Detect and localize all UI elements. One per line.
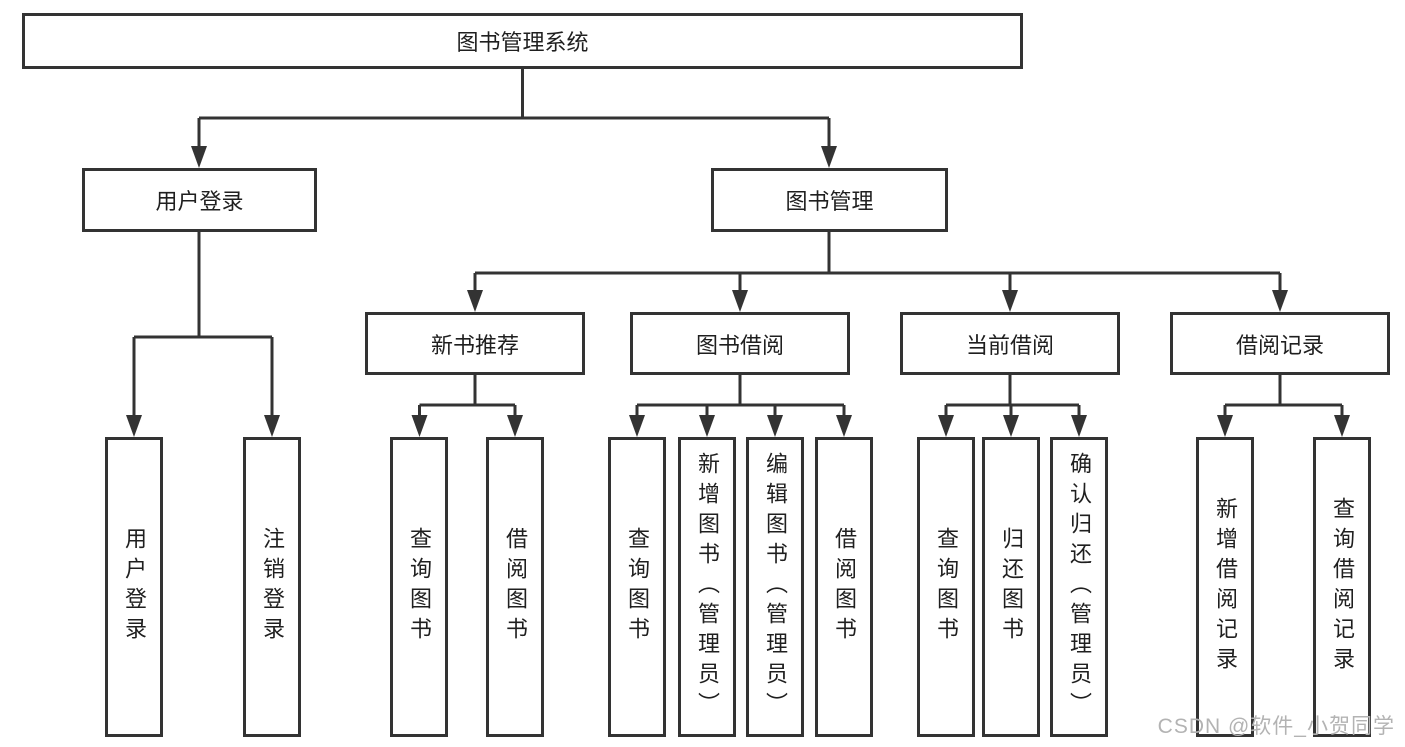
- connector-user-login-branch: [132, 232, 274, 419]
- leaf-user-login: 用户登录: [105, 437, 163, 737]
- leaf-query-book-recommend: 查询图书: [390, 437, 448, 737]
- arrowhead: [1272, 290, 1288, 312]
- leaf-query-book-current: 查询图书: [917, 437, 975, 737]
- arrowhead: [1071, 415, 1087, 437]
- node-book-borrow: 图书借阅: [630, 312, 850, 375]
- arrowhead: [507, 415, 523, 437]
- leaf-logout-login: 注销登录: [243, 437, 301, 737]
- node-book-management-label: 图书管理: [785, 189, 874, 214]
- arrowhead: [467, 290, 483, 312]
- leaf-edit-book-admin: 编辑图书（管理员）: [746, 437, 804, 737]
- leaf-add-borrow-record: 新增借阅记录: [1196, 437, 1254, 737]
- arrowhead: [629, 415, 645, 437]
- arrowhead: [767, 415, 783, 437]
- leaf-borrow-book-recommend: 借阅图书: [486, 437, 544, 737]
- node-root-label: 图书管理系统: [456, 30, 589, 55]
- node-new-book-recommend-label: 新书推荐: [430, 332, 519, 358]
- connector-root-to-level2: [197, 69, 831, 150]
- node-user-login: 用户登录: [82, 168, 317, 232]
- arrowhead: [732, 290, 748, 312]
- arrowhead: [126, 415, 142, 437]
- node-root: 图书管理系统: [22, 13, 1023, 69]
- connector-book-mgmt-to-level3: [473, 232, 1282, 294]
- arrowhead: [699, 415, 715, 437]
- leaf-confirm-return-admin: 确认归还（管理员）: [1050, 437, 1108, 737]
- node-current-borrow: 当前借阅: [900, 312, 1120, 375]
- connector-new-book-group: [418, 375, 517, 419]
- leaf-query-book-borrow: 查询图书: [608, 437, 666, 737]
- arrowhead: [1003, 415, 1019, 437]
- node-user-login-label: 用户登录: [155, 189, 244, 214]
- arrowhead: [411, 415, 428, 437]
- connector-current-borrow-group: [944, 375, 1081, 419]
- arrowhead: [938, 415, 954, 437]
- arrowhead: [1002, 290, 1018, 312]
- node-borrow-record-label: 借阅记录: [1235, 332, 1324, 358]
- arrowhead: [264, 415, 280, 437]
- arrowhead: [1334, 415, 1350, 437]
- connector-book-borrow-group: [635, 375, 846, 419]
- csdn-watermark: CSDN @软件_小贺同学: [1157, 715, 1395, 738]
- arrowhead: [836, 415, 852, 437]
- node-book-management: 图书管理: [711, 168, 948, 232]
- node-new-book-recommend: 新书推荐: [365, 312, 585, 375]
- leaf-borrow-book: 借阅图书: [815, 437, 873, 737]
- arrowhead: [821, 146, 837, 168]
- node-book-borrow-label: 图书借阅: [695, 332, 784, 358]
- leaf-return-book: 归还图书: [982, 437, 1040, 737]
- arrowhead: [1217, 415, 1233, 437]
- connector-borrow-record-group: [1223, 375, 1344, 419]
- node-current-borrow-label: 当前借阅: [965, 332, 1054, 358]
- node-borrow-record: 借阅记录: [1170, 312, 1390, 375]
- leaf-query-borrow-record: 查询借阅记录: [1313, 437, 1371, 737]
- arrowhead: [191, 146, 207, 168]
- leaf-add-book-admin: 新增图书（管理员）: [678, 437, 736, 737]
